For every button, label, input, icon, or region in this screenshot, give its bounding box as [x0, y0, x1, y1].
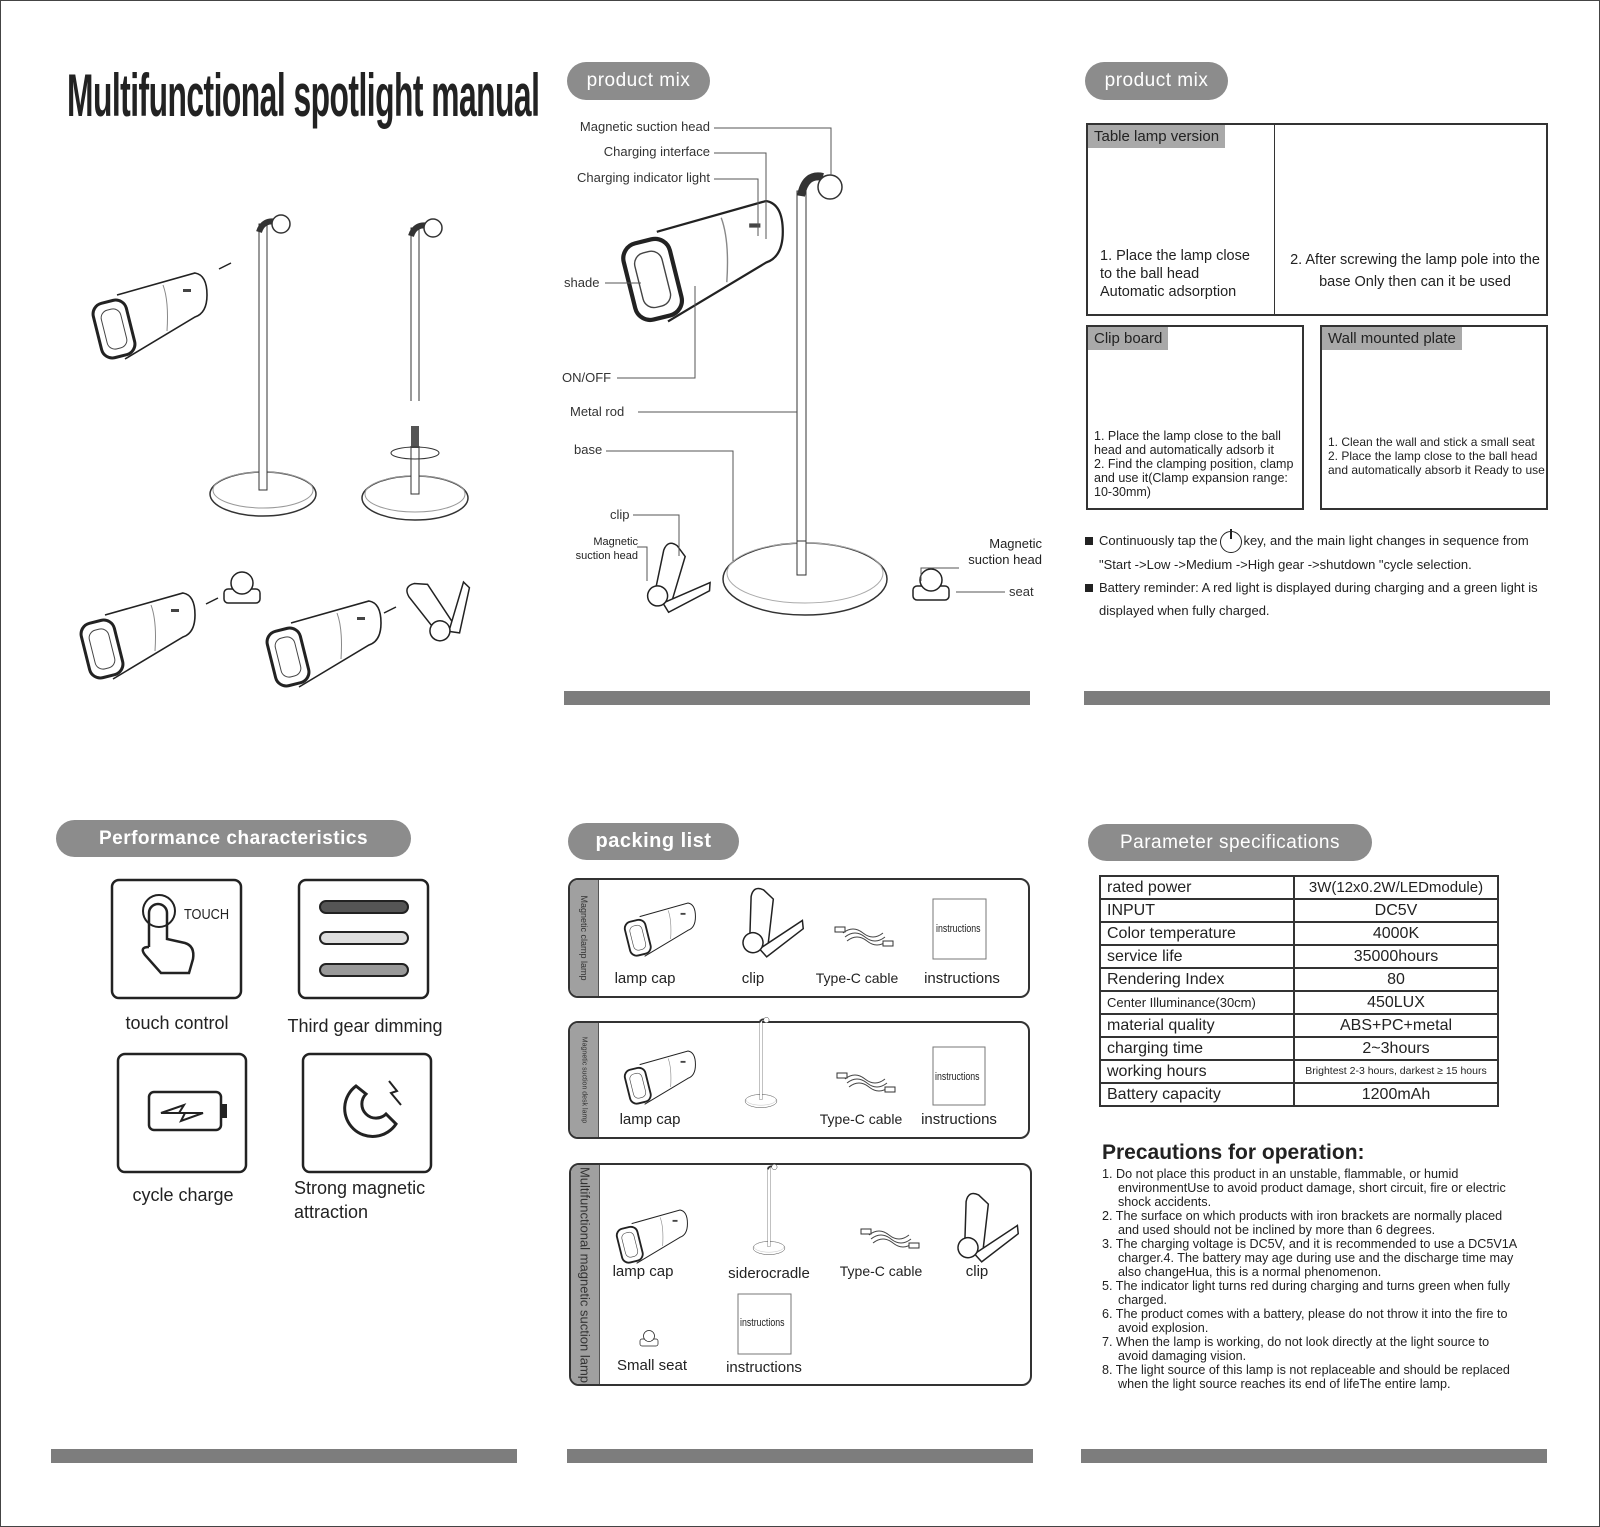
clip-board-tag: Clip board: [1088, 327, 1169, 350]
feature-dimming: Third gear dimming: [287, 1016, 443, 1036]
label-clip: clip: [610, 507, 630, 522]
lamp-exploded-illustration: [77, 215, 484, 690]
usage-pill: product mix: [1085, 62, 1228, 100]
label-charging-indicator-light: Charging indicator light: [577, 170, 710, 185]
table-lamp-step2: 2. After screwing the lamp pole into the…: [1290, 252, 1540, 290]
label-seat: seat: [1009, 584, 1034, 599]
table-lamp-tag: Table lamp version: [1088, 125, 1226, 148]
clip-board-step2: 2. Find the clamping position, clamp and…: [1094, 457, 1294, 499]
precaution-item: 3. The charging voltage is DC5V, and it …: [1102, 1237, 1517, 1279]
divider-bar: [1084, 691, 1550, 705]
precaution-item: 2. The surface on which products with ir…: [1102, 1209, 1503, 1237]
wall-plate-steps: 1. Clean the wall and stick a small seat…: [1328, 435, 1546, 477]
group-side-label: Multifunctional magnetic suction lamp: [577, 1166, 593, 1383]
pack-item: instructions: [726, 1359, 802, 1376]
label-clip-magnetic-head: Magnetic suction head: [575, 536, 638, 562]
packing-pill: packing list: [568, 823, 739, 860]
instructions-doc-label: instructions: [935, 1071, 980, 1083]
wall-plate-box: Wall mounted plate 1. Clean the wall and…: [1320, 325, 1548, 510]
precaution-item: 1. Do not place this product in an unsta…: [1102, 1167, 1506, 1209]
precaution-item: 7. When the lamp is working, do not look…: [1102, 1335, 1490, 1363]
pack-item: clip: [965, 1263, 989, 1280]
feature-cycle-charge: cycle charge: [132, 1185, 234, 1205]
pack-item: Type-C cable: [839, 1263, 923, 1279]
pack-item: Type-C cable: [815, 970, 899, 986]
precaution-item: 5. The indicator light turns red during …: [1102, 1279, 1510, 1307]
table-lamp-step1: 1. Place the lamp close to the ball head…: [1100, 248, 1250, 300]
product-mix-pill: product mix: [567, 62, 710, 100]
label-shade: shade: [564, 275, 600, 290]
pack-item: siderocradle: [728, 1265, 810, 1282]
label-base: base: [574, 442, 603, 457]
clip-board-steps: 1. Place the lamp close to the ball head…: [1094, 429, 1299, 499]
divider-bar: [567, 1449, 1033, 1463]
power-icon: [1219, 528, 1242, 553]
label-charging-interface: Charging interface: [603, 144, 710, 159]
clip-board-step1: 1. Place the lamp close to the ball head…: [1094, 429, 1281, 457]
group-side-label: Magnetic clamp lamp: [579, 895, 589, 981]
group-side-label: Magnetic suction desk lamp: [580, 1036, 588, 1124]
table-row: Center Illuminance(30cm)450LUX: [1099, 990, 1499, 1015]
divider-bar: [51, 1449, 517, 1463]
params-pill: Parameter specifications: [1088, 824, 1372, 861]
table-lamp-box: Table lamp version 1. Place the lamp clo…: [1086, 123, 1548, 316]
feature-magnetic: Strong magnetic attraction: [294, 1178, 426, 1222]
instructions-doc-label: instructions: [936, 923, 981, 935]
label-magnetic-suction-head: Magnetic suction head: [579, 119, 710, 134]
pack-item: Small seat: [616, 1357, 688, 1374]
packing-group-multi: Multifunctional magnetic suction lamp: [569, 1163, 1032, 1386]
bullet2-text: Battery reminder: A red light is display…: [1099, 579, 1538, 618]
label-on-off: ON/OFF: [562, 370, 612, 385]
pack-item: lamp cap: [614, 970, 676, 987]
bullet-battery: Battery reminder: A red light is display…: [1085, 576, 1555, 622]
divider-bar: [564, 691, 1030, 705]
precaution-item: 6. The product comes with a battery, ple…: [1102, 1307, 1508, 1335]
feature-touch-control: touch control: [125, 1013, 229, 1033]
pack-item: instructions: [924, 970, 1000, 987]
precautions-list: 1. Do not place this product in an unsta…: [1102, 1167, 1522, 1391]
wall-plate-tag: Wall mounted plate: [1322, 327, 1462, 350]
divider-bar: [1081, 1449, 1547, 1463]
wall-plate-step1: 1. Clean the wall and stick a small seat: [1328, 435, 1535, 449]
bullet-square-icon: [1085, 583, 1093, 592]
precaution-item: 8. The light source of this lamp is not …: [1102, 1363, 1510, 1391]
instructions-doc-label: instructions: [740, 1317, 785, 1329]
bullet-square-icon: [1085, 537, 1093, 545]
performance-pill: Performance characteristics: [56, 820, 411, 857]
bullet1-text-a: Continuously tap the: [1099, 533, 1218, 548]
bullet1-text-b: key, and the main light changes in seque…: [1099, 533, 1529, 572]
wall-plate-step2: 2. Place the lamp close to the ball head…: [1328, 449, 1545, 477]
feature-icons: [110, 878, 433, 1174]
clip-board-box: Clip board 1. Place the lamp close to th…: [1086, 325, 1304, 510]
pack-item: Type-C cable: [819, 1111, 903, 1127]
pack-item: clip: [741, 970, 765, 987]
pack-item: lamp cap: [619, 1111, 681, 1128]
precautions-title: Precautions for operation:: [1102, 1141, 1365, 1164]
packing-group-desk: Magnetic suction desk lamp: [568, 1021, 1030, 1139]
pack-item: lamp cap: [612, 1263, 674, 1280]
pack-item: instructions: [921, 1111, 997, 1128]
touch-icon-text: TOUCH: [184, 906, 230, 923]
label-metal-rod: Metal rod: [570, 404, 625, 419]
label-seat-magnetic-head: Magnetic suction head: [968, 536, 1042, 567]
page-title: Multifunctional spotlight manual: [67, 62, 540, 129]
lamp-parts-diagram: [605, 127, 1005, 617]
